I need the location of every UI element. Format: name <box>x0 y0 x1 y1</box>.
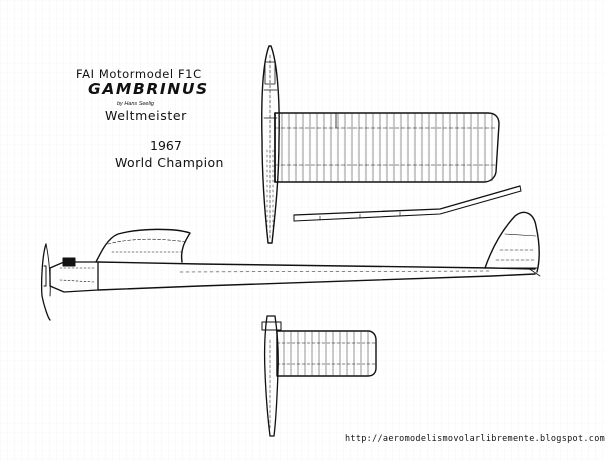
award-year: 1967 <box>150 138 182 153</box>
model-category: FAI Motormodel F1C <box>76 67 202 81</box>
wing-half-plan <box>274 112 500 183</box>
model-name: GAMBRINUS <box>88 80 209 98</box>
world-champion-label: World Champion <box>115 155 224 170</box>
side-view <box>40 211 541 321</box>
wing-dihedral-view <box>293 185 522 222</box>
fuselage-top-view <box>261 45 280 244</box>
award-title: Weltmeister <box>105 108 187 123</box>
designer-credit: by Hans Seelig <box>117 101 154 107</box>
stabilizer-plan <box>261 315 377 437</box>
source-url: http://aeromodelismovolarlibremente.blog… <box>345 434 605 444</box>
